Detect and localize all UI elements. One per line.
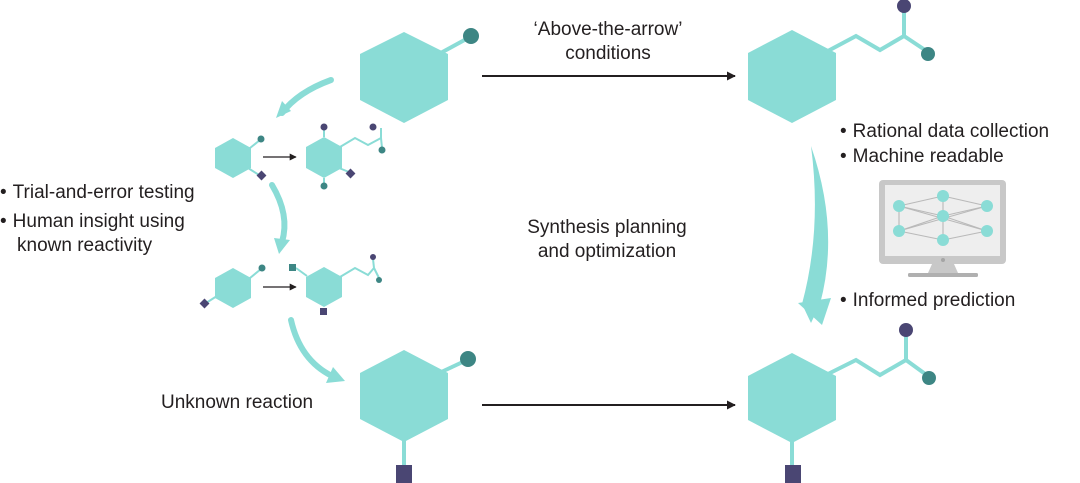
synthesis-planning-label: Synthesis planning and optimization xyxy=(497,216,717,264)
above-arrow-line2: conditions xyxy=(565,43,651,64)
curved-arrow-2-body xyxy=(269,182,288,245)
bottom-left-molecule xyxy=(360,350,476,483)
bottom-right-molecule xyxy=(748,323,936,483)
monitor-base xyxy=(908,273,978,277)
trial-and-error-bullet: Trial-and-error testing xyxy=(0,181,195,205)
trial-reaction-1 xyxy=(215,123,386,190)
teal-atom xyxy=(922,371,936,385)
teal-atom xyxy=(460,351,476,367)
trial-reaction-2 xyxy=(199,254,382,315)
human-insight-bullet: Human insight using xyxy=(0,210,185,234)
machine-readable-bullet: Machine readable xyxy=(840,145,1004,169)
synthesis-line1: Synthesis planning xyxy=(527,217,687,238)
above-arrow-conditions-label: ‘Above-the-arrow’ conditions xyxy=(505,18,711,66)
curved-arrow-right-body xyxy=(802,146,829,323)
top-right-molecule xyxy=(748,0,935,123)
curved-arrow-2-head xyxy=(274,238,290,254)
computer-monitor xyxy=(879,180,1006,277)
purple-atom xyxy=(899,323,913,337)
purple-atom xyxy=(897,0,911,13)
unknown-reaction-label: Unknown reaction xyxy=(161,392,314,413)
curved-arrow-3-head xyxy=(326,367,345,383)
synthesis-line2: and optimization xyxy=(537,241,677,262)
rational-data-bullet: Rational data collection xyxy=(840,120,1049,144)
teal-atom xyxy=(921,47,935,61)
top-left-molecule xyxy=(360,28,479,123)
above-arrow-line1: ‘Above-the-arrow’ xyxy=(533,19,683,40)
curved-arrow-3-body xyxy=(288,317,335,379)
curved-arrow-right-head xyxy=(798,298,831,325)
monitor-stand xyxy=(928,264,958,273)
purple-square-atom xyxy=(396,465,412,483)
network-nodes xyxy=(893,190,993,246)
purple-square-atom xyxy=(785,465,801,483)
curved-arrow-1-head xyxy=(276,101,291,118)
curved-arrow-1-body xyxy=(279,77,334,116)
teal-atom xyxy=(463,28,479,44)
informed-prediction-bullet: Informed prediction xyxy=(840,289,1016,313)
human-insight-continuation: known reactivity xyxy=(17,235,153,256)
